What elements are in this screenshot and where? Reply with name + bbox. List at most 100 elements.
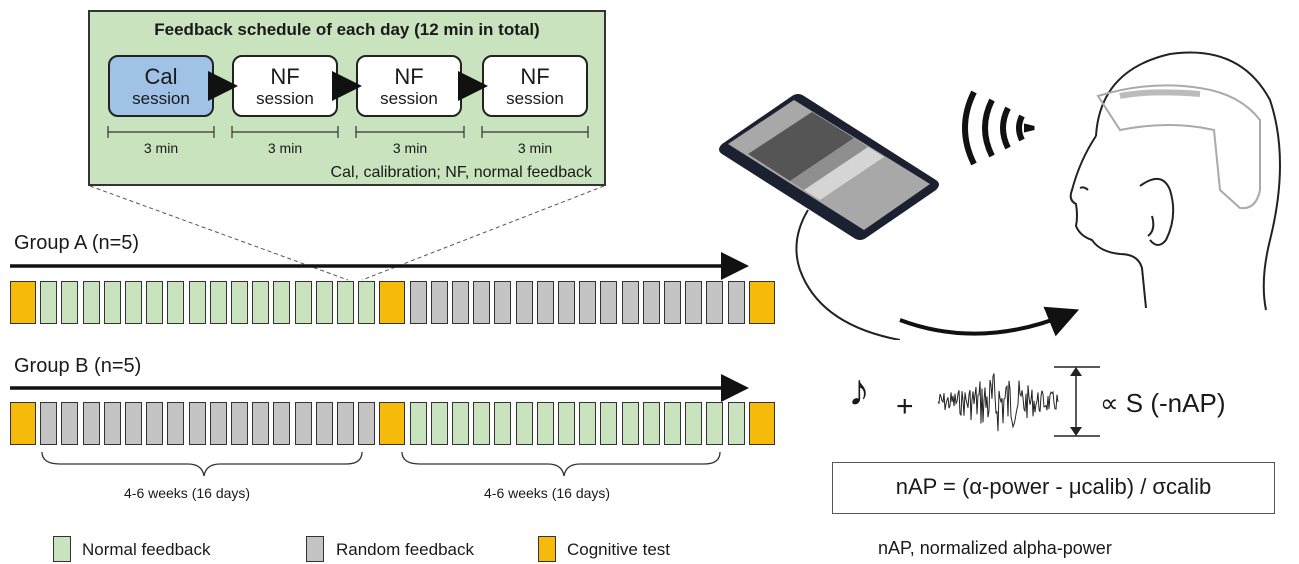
- random-feedback-block: [273, 402, 291, 445]
- random-feedback-block: [61, 402, 79, 445]
- random-feedback-block: [231, 402, 248, 445]
- random-feedback-block: [473, 281, 491, 324]
- session-box-nf-2: NF session: [356, 55, 462, 117]
- random-feedback-block: [337, 402, 354, 445]
- legend-label-random: Random feedback: [336, 540, 474, 559]
- random-feedback-block: [685, 281, 703, 324]
- random-feedback-block: [664, 281, 681, 324]
- session-box-nf-3: NF session: [482, 55, 588, 117]
- normal-feedback-block: [315, 281, 333, 324]
- random-feedback-block: [125, 402, 142, 445]
- normal-feedback-block: [209, 281, 227, 324]
- normal-feedback-block: [473, 402, 491, 445]
- normal-feedback-block: [337, 281, 354, 324]
- session-box-cal: Cal session: [108, 55, 214, 117]
- random-feedback-block: [209, 402, 227, 445]
- group-a-block-row: [10, 281, 775, 325]
- random-feedback-block: [358, 402, 376, 445]
- session-name: NF: [270, 64, 300, 89]
- session-word: session: [380, 89, 438, 108]
- normal-feedback-block: [515, 402, 533, 445]
- random-feedback-block: [558, 281, 575, 324]
- normal-feedback-block: [600, 402, 618, 445]
- session-flow-arrows: [107, 71, 589, 138]
- random-feedback-block: [621, 281, 639, 324]
- normal-feedback-block: [61, 281, 79, 324]
- period-label-1: 4-6 weeks (16 days): [124, 485, 251, 501]
- random-feedback-block: [579, 281, 597, 324]
- cognitive-test-block: [748, 281, 775, 324]
- head-with-headband-icon: [1069, 51, 1281, 311]
- normal-feedback-block: [358, 281, 376, 324]
- session-word: session: [506, 89, 564, 108]
- normal-feedback-block: [294, 281, 312, 324]
- random-feedback-block: [40, 402, 58, 445]
- group-a-label: Group A (n=5): [14, 232, 140, 254]
- duration-label: 3 min: [517, 140, 553, 156]
- timeline-lines: [10, 185, 749, 402]
- normal-feedback-block: [685, 402, 703, 445]
- schedule-title: Feedback schedule of each day (12 min in…: [154, 20, 540, 39]
- random-feedback-block: [727, 281, 745, 324]
- random-feedback-block: [515, 281, 533, 324]
- normal-feedback-block: [40, 281, 58, 324]
- smartphone-icon: [719, 94, 939, 240]
- wireless-signal-icon: [962, 90, 1035, 166]
- normal-feedback-block: [642, 402, 660, 445]
- cognitive-test-block: [10, 402, 36, 445]
- normal-feedback-block: [167, 281, 185, 324]
- legend-swatch-normal: [53, 536, 71, 562]
- noise-waveform-icon: [937, 373, 1059, 432]
- normal-feedback-block: [558, 402, 575, 445]
- duration-label: 3 min: [143, 140, 179, 156]
- duration-label: 3 min: [392, 140, 428, 156]
- normal-feedback-block: [273, 281, 291, 324]
- amplitude-marker: [1054, 366, 1100, 437]
- normal-feedback-block: [146, 281, 164, 324]
- legend-swatch-random: [306, 536, 324, 562]
- session-name: NF: [394, 64, 424, 89]
- random-feedback-block: [146, 402, 164, 445]
- legend-label-cognitive: Cognitive test: [567, 540, 670, 559]
- group-b-label: Group B (n=5): [14, 355, 142, 377]
- random-feedback-block: [706, 281, 724, 324]
- cognitive-test-block: [379, 281, 406, 324]
- random-feedback-block: [167, 402, 185, 445]
- duration-label: 3 min: [267, 140, 303, 156]
- cognitive-test-block: [379, 402, 406, 445]
- normal-feedback-block: [579, 402, 597, 445]
- normal-feedback-block: [706, 402, 724, 445]
- random-feedback-block: [315, 402, 333, 445]
- normal-feedback-block: [103, 281, 121, 324]
- session-name: NF: [520, 64, 550, 89]
- nap-footnote: nAP, normalized alpha-power: [878, 538, 1112, 558]
- proportional-expression: ∝ S (-nAP): [1100, 388, 1226, 418]
- random-feedback-block: [536, 281, 554, 324]
- session-word: session: [256, 89, 314, 108]
- normal-feedback-block: [252, 281, 270, 324]
- random-feedback-block: [430, 281, 448, 324]
- group-b-block-row: [10, 402, 775, 446]
- period-label-2: 4-6 weeks (16 days): [484, 485, 611, 501]
- period-braces: [41, 451, 721, 477]
- session-box-nf-1: NF session: [232, 55, 338, 117]
- random-feedback-block: [82, 402, 100, 445]
- schedule-panel: Feedback schedule of each day (12 min in…: [88, 10, 606, 186]
- plus-symbol: +: [896, 390, 914, 423]
- normal-feedback-block: [82, 281, 100, 324]
- normal-feedback-block: [125, 281, 142, 324]
- random-feedback-block: [252, 402, 270, 445]
- schedule-abbreviation-note: Cal, calibration; NF, normal feedback: [330, 164, 592, 181]
- session-name: Cal: [144, 64, 178, 89]
- legend-swatch-cognitive: [538, 536, 556, 562]
- normal-feedback-block: [727, 402, 745, 445]
- music-note-icon: ♪: [848, 366, 870, 415]
- random-feedback-block: [494, 281, 512, 324]
- normal-feedback-block: [664, 402, 681, 445]
- cognitive-test-block: [748, 402, 775, 445]
- normal-feedback-block: [494, 402, 512, 445]
- normal-feedback-block: [536, 402, 554, 445]
- random-feedback-block: [452, 281, 469, 324]
- legend-label-normal: Normal feedback: [82, 540, 211, 559]
- normal-feedback-block: [188, 281, 206, 324]
